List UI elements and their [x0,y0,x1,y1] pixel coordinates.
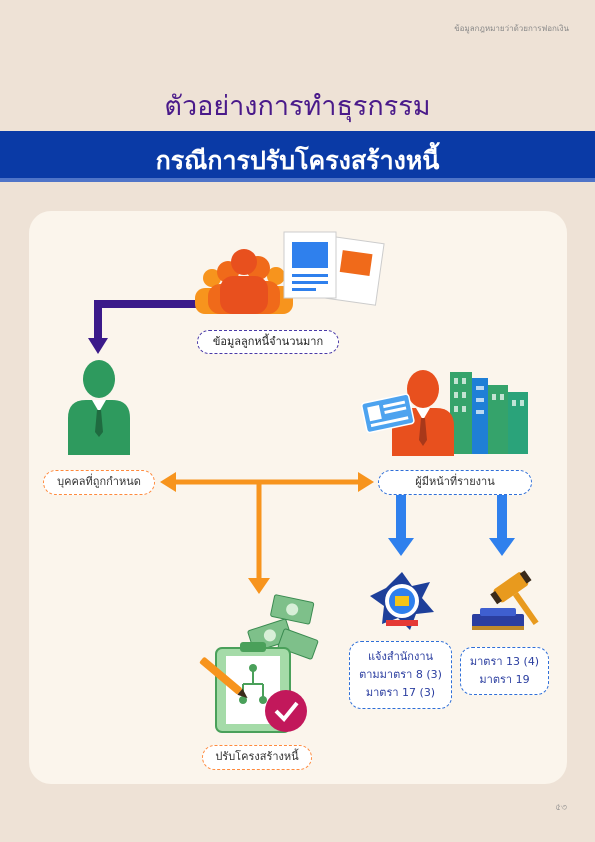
notify-line-1: แจ้งสำนักงาน [367,650,434,663]
reporting-entity-icon [361,370,528,456]
page-title: ตัวอย่างการทำธุรกรรม [164,91,431,122]
orange-double-arrow [160,472,374,594]
section-box: มาตรา 13 (4) มาตรา 19 [460,647,549,695]
designated-person-icon [68,360,130,455]
running-header: ข้อมูลกฎหมายว่าด้วยการฟอกเงิน [454,24,569,33]
purple-arrow [88,300,212,354]
debtor-info-label: ข้อมูลลูกหนี้จำนวนมาก [197,330,339,354]
notify-office-box: แจ้งสำนักงาน ตามมาตรา 8 (3) มาตรา 17 (3) [349,641,452,709]
restructure-label: ปรับโครงสร้างหนี้ [202,745,312,770]
amlo-emblem-icon [370,572,434,630]
debt-restructure-icon [199,594,319,733]
debtor-group-icon [195,249,293,314]
section-line-1: มาตรา 13 (4) [469,655,540,668]
reporting-entity-label: ผู้มีหน้าที่รายงาน [378,470,532,495]
title-band [0,131,595,182]
notify-line-2: ตามมาตรา 8 (3) [359,668,442,681]
notify-line-3: มาตรา 17 (3) [365,686,436,699]
gavel-icon [472,570,539,630]
section-line-2: มาตรา 19 [479,673,530,686]
blue-arrows [388,494,515,556]
designated-person-label: บุคคลที่ถูกกำหนด [43,470,155,495]
page-subtitle: กรณีการปรับโครงสร้างหนี้ [155,146,440,175]
documents-icon [283,231,385,306]
page-number: ৫৩ [555,803,567,813]
